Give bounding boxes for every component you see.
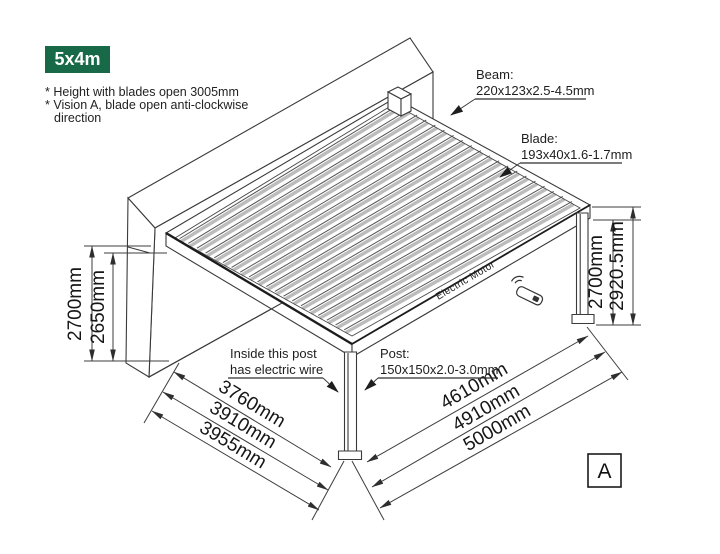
view-marker-label: A (597, 460, 611, 483)
size-badge-label: 5x4m (54, 49, 100, 69)
wire-callout-line2: has electric wire (230, 362, 323, 377)
dim-depth-set: 3760mm 3910mm 3955mm (143, 362, 345, 521)
post-callout-spec: 150x150x2.0-3.0mm (380, 362, 499, 377)
note-vision-line2: direction (54, 111, 101, 125)
blade-callout: Blade: 193x40x1.6-1.7mm (499, 131, 632, 178)
beam-callout-title: Beam: (476, 67, 514, 82)
size-badge: 5x4m (45, 46, 110, 73)
view-marker-box (587, 453, 622, 488)
note-vision-line1: * Vision A, blade open anti-clockwise (45, 98, 248, 112)
louvered-roof (148, 86, 592, 378)
beam-callout: Beam: 220x123x2.5-4.5mm (450, 67, 595, 116)
dim-left-wall: 2700mm 2650mm (65, 245, 169, 362)
dim-label-2700-left: 2700mm (65, 267, 86, 341)
roof-blades (179, 104, 575, 335)
roof-inner-frame (174, 103, 581, 337)
post-callout: Post: 150x150x2.0-3.0mm (364, 346, 499, 391)
electric-wire-callout: Inside this post has electric wire (228, 346, 339, 393)
callouts: Beam: 220x123x2.5-4.5mm Blade: 193x40x1.… (228, 67, 632, 393)
dim-label-2650: 2650mm (88, 270, 109, 344)
wire-callout-line1: Inside this post (230, 346, 317, 361)
size-badge-background (45, 46, 110, 73)
right-post (571, 212, 595, 325)
corner-motor-box (386, 86, 413, 117)
view-marker: A (587, 453, 622, 488)
posts (337, 212, 595, 461)
note-height: * Height with blades open 3005mm (45, 85, 239, 99)
beam-callout-spec: 220x123x2.5-4.5mm (476, 83, 595, 98)
post-callout-title: Post: (380, 346, 410, 361)
blade-callout-title: Blade: (521, 131, 558, 146)
notes: * Height with blades open 3005mm * Visio… (45, 85, 248, 125)
blade-callout-spec: 193x40x1.6-1.7mm (521, 147, 632, 162)
front-post (337, 351, 363, 461)
remote-control-icon (510, 275, 544, 306)
dim-label-2920: 2920.5mm (607, 221, 628, 311)
dim-label-2700-right: 2700mm (586, 235, 607, 309)
dim-right-heights: 2700mm 2920.5mm (586, 206, 641, 326)
